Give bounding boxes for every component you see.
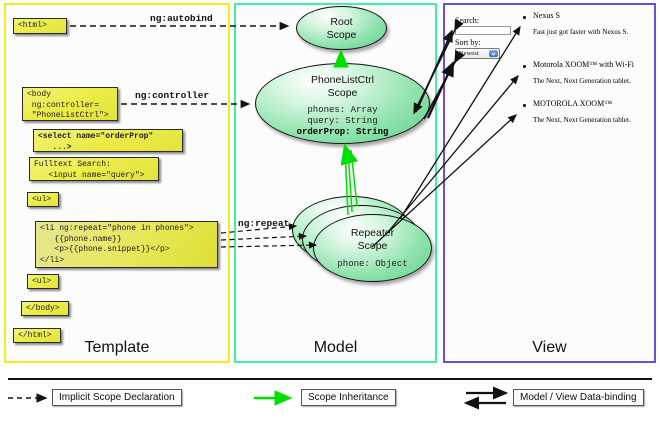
scope-root: Root Scope [296,6,387,50]
code-box-li-repeat: <li ng:repeat="phone in phones"> {{phone… [35,221,218,268]
scope-repeater-prop-phone: phone: Object [337,259,408,269]
legend-item-inheritance: Scope Inheritance [301,389,396,406]
legend-item-databinding: Model / View Data-binding [513,389,644,406]
code-box-html-close: </html> [13,328,61,343]
scope-ctrl-prop-query: query: String [307,116,378,126]
scope-phonelistctrl: PhoneListCtrl Scope phones: Array query:… [255,63,430,144]
list-bullet [523,104,526,107]
list-bullet [523,16,526,19]
code-box-body-close: </body> [21,301,69,316]
view-search-label: Search: [455,16,479,25]
panel-model: Model [234,3,437,363]
chevron-down-icon [489,50,498,57]
view-phone-snippet: The Next, Next Generation tablet. [533,77,631,85]
scope-repeater-title-2: Scope [357,240,388,252]
scope-ctrl-title-2: Scope [327,87,358,99]
code-box-ul-close: <ul> [27,274,59,289]
panel-title-view: View [532,339,567,356]
panel-title-template: Template [84,339,150,356]
scope-ctrl-prop-phones: phones: Array [307,105,378,115]
label-ng-controller: ng:controller [135,90,210,101]
view-phone-snippet: The Next, Next Generation tablet. [533,116,631,124]
scope-root-title-1: Root [330,16,353,28]
scope-ctrl-prop-orderprop: orderProp: String [296,127,389,137]
label-ng-repeat: ng:repeat [238,218,290,229]
view-search-input[interactable] [455,26,511,35]
scope-repeater: Repeater Scope phone: Object [313,214,432,282]
code-box-ul-open: <ul> [27,192,59,207]
code-box-html-open: <html> [13,18,67,34]
view-phone-name[interactable]: MOTOROLA XOOM™ [533,99,613,108]
scope-root-title-2: Scope [326,29,357,41]
view-sort-label: Sort by: [455,38,481,47]
view-phone-name[interactable]: Nexus S [533,11,560,20]
code-box-body-open: <body ng:controller= "PhoneListCtrl"> [22,87,118,121]
view-phone-snippet: Fast just got faster with Nexus S. [533,28,629,36]
panel-title-model: Model [313,339,358,356]
legend-item-implicit: Implicit Scope Declaration [52,389,182,406]
legend-separator [8,378,652,380]
code-box-fulltext: Fulltext Search: <input name="query"> [29,157,159,181]
view-sort-select[interactable]: Newest [455,48,500,59]
scope-repeater-title-1: Repeater [350,227,395,239]
view-sort-selected-value: Newest [459,50,479,57]
list-bullet [523,65,526,68]
scope-ctrl-title-1: PhoneListCtrl [310,74,375,86]
label-ng-autobind: ng:autobind [150,13,213,24]
code-box-select: <select name="orderProp" ...> [33,129,183,152]
view-phone-name[interactable]: Motorola XOOM™ with Wi-Fi [533,60,634,69]
